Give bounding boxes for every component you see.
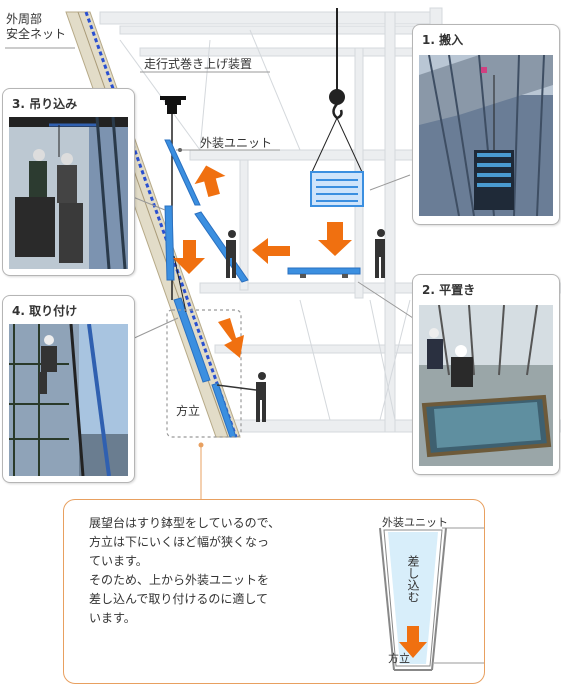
step-4-photo	[9, 324, 128, 476]
hoist-label: 走行式巻き上げ装置	[144, 57, 253, 71]
worker-figures	[226, 229, 385, 422]
insert-arrow	[399, 626, 427, 658]
flat-unit	[287, 267, 361, 275]
insertion-inset	[379, 527, 484, 671]
step-3-photo	[9, 117, 128, 269]
step-3-box: 3. 吊り込み	[2, 88, 135, 276]
safety-net-label: 外周部 安全ネット	[6, 12, 67, 41]
step-2-photo	[419, 305, 553, 467]
step-3-title: 3. 吊り込み	[12, 97, 78, 111]
mullion-label: 方立	[176, 404, 201, 418]
step-2-box: 2. 平置き	[412, 274, 560, 475]
step-2-title: 2. 平置き	[422, 283, 476, 297]
explanation-text: 展望台はすり鉢型をしているので、 方立は下にいくほど幅が狭くなっ ています。 そ…	[89, 516, 281, 625]
step-4-box: 4. 取り付け	[2, 295, 135, 483]
inset-mullion-label: 方立	[388, 652, 410, 665]
safety-net	[84, 11, 238, 438]
exterior-unit-label: 外装ユニット	[200, 136, 273, 150]
flow-arrows	[173, 165, 352, 358]
explanation-box: 展望台はすり鉢型をしているので、 方立は下にいくほど幅が狭くなっ ています。 そ…	[63, 499, 485, 684]
step-4-title: 4. 取り付け	[12, 304, 78, 318]
inset-insert-label: 差し込む	[406, 555, 420, 603]
detail-box	[166, 309, 242, 438]
inset-unit-label: 外装ユニット	[382, 516, 448, 529]
step-1-photo	[419, 55, 553, 217]
step-1-box: 1. 搬入	[412, 24, 560, 225]
step-1-title: 1. 搬入	[422, 33, 464, 47]
